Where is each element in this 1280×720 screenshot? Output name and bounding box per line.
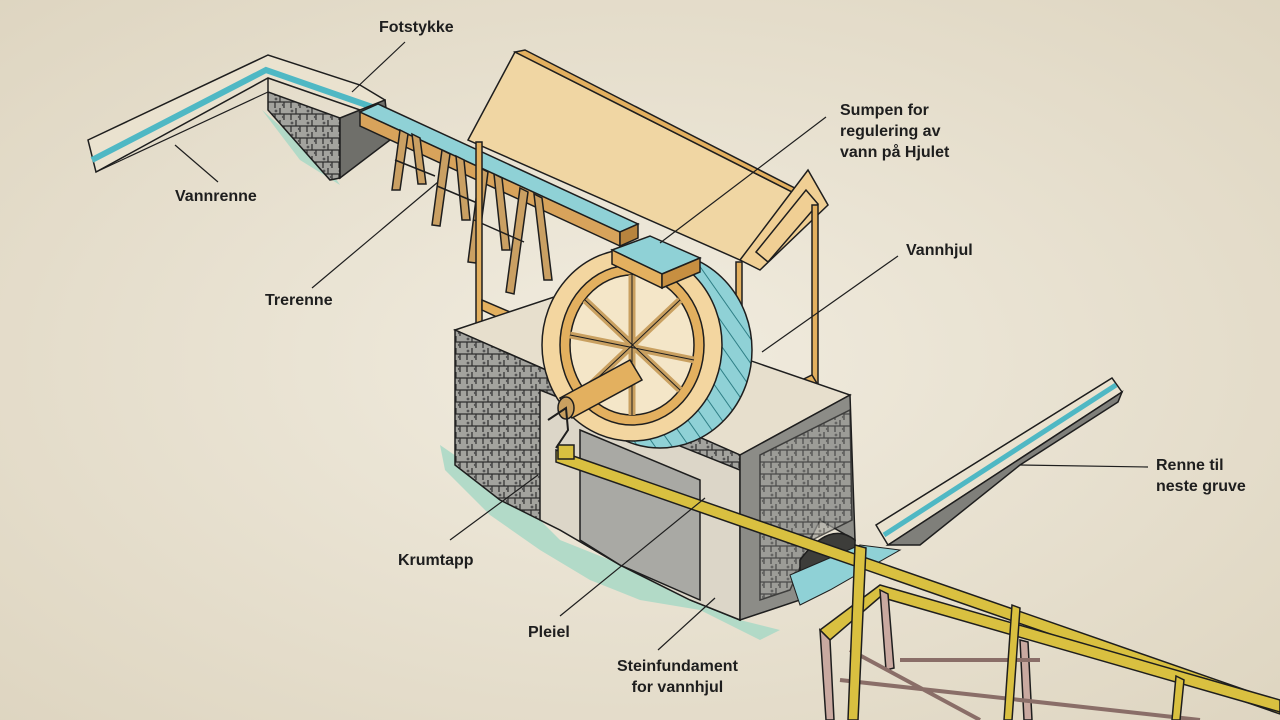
trerenne-flume [358,103,640,295]
axle [547,358,644,449]
water-wheel [541,248,753,449]
label-pleiel: Pleiel [528,624,570,641]
leader-sumpen [659,116,827,244]
label-vannrenne: Vannrenne [175,188,257,205]
leader-krumtapp [449,474,539,541]
scaffold [818,544,1280,720]
leader-fotstykke [351,41,406,93]
label-krumtapp: Krumtapp [398,552,474,569]
leader-lines [174,41,1149,651]
label-sumpen: Sumpen for regulering av vann på Hjulet [840,102,950,161]
label-vannhjul: Vannhjul [906,242,973,259]
sump-box [610,235,702,290]
leader-vannhjul [761,255,899,353]
label-steinfundament: Steinfundament for vannhjul [617,658,738,696]
leader-trerenne [311,181,439,289]
leader-vannrenne [174,144,219,183]
wheelhouse [466,49,829,441]
label-trerenne: Trerenne [265,292,333,309]
label-renne-til-neste-gruve: Renne til neste gruve [1156,457,1246,495]
leader-steinfundament [657,597,716,651]
label-fotstykke: Fotstykke [379,19,454,36]
leader-renne [1019,464,1149,468]
leader-pleiel [559,497,706,617]
renne-channel [874,376,1124,547]
